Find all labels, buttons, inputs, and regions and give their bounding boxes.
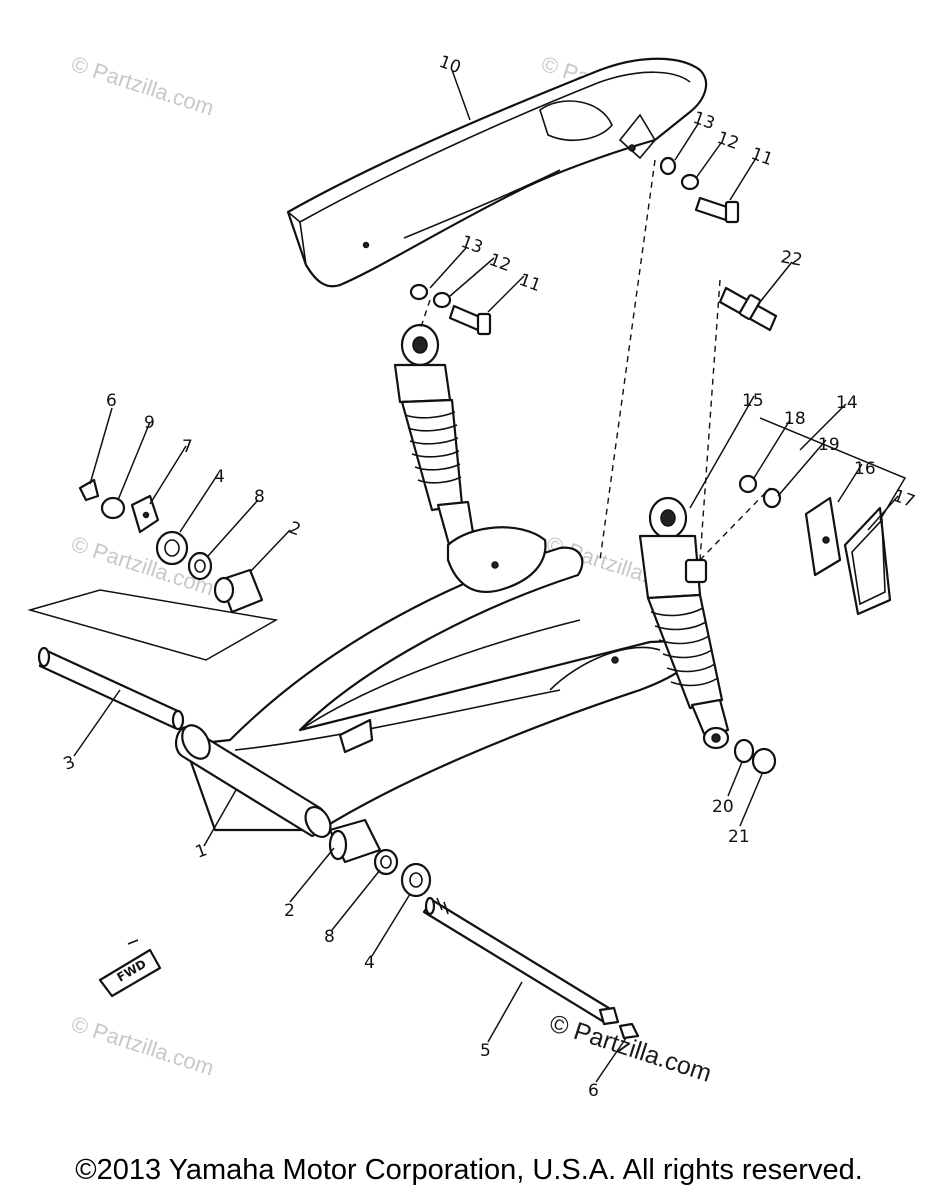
part-label-19: 19 <box>818 435 840 455</box>
bolt-set-upper <box>659 156 740 224</box>
watermark: © Partzilla.com <box>68 1011 217 1081</box>
part-label-6: 6 <box>106 391 117 411</box>
bolt-set-lower <box>409 283 492 336</box>
part-label-3: 3 <box>61 752 78 774</box>
swingarm-frame <box>174 526 702 839</box>
part-label-18: 18 <box>784 409 806 429</box>
stud-bolt <box>718 286 778 332</box>
part-label-11: 11 <box>516 270 543 296</box>
watermark: © Partzilla.com <box>68 51 217 121</box>
shock-absorber-left <box>393 323 477 550</box>
part-label-2: 2 <box>284 901 295 921</box>
leader-lines <box>73 69 899 1083</box>
part-label-7: 7 <box>182 437 193 457</box>
shaft-left <box>37 646 185 731</box>
guide-lines <box>27 159 907 661</box>
part-label-10: 10 <box>436 52 463 78</box>
reflector-assembly <box>738 474 892 616</box>
chain-case <box>286 57 708 288</box>
part-label-22: 22 <box>779 247 804 270</box>
part-label-1: 1 <box>193 840 210 862</box>
part-label-4: 4 <box>364 953 375 973</box>
part-label-13: 13 <box>458 232 485 258</box>
watermark-dark: © Partzilla.com <box>546 1009 715 1088</box>
shock-absorber-right <box>638 496 730 750</box>
left-side-parts <box>78 478 264 614</box>
part-label-5: 5 <box>480 1041 491 1061</box>
part-label-14: 14 <box>836 393 858 413</box>
part-label-11: 11 <box>748 144 775 170</box>
part-label-9: 9 <box>144 413 155 433</box>
part-label-20: 20 <box>712 797 734 817</box>
shock-nut-set <box>733 738 777 775</box>
front-arrow: FWD <box>98 939 162 998</box>
part-label-8: 8 <box>324 927 335 947</box>
part-label-16: 16 <box>854 459 876 479</box>
part-label-15: 15 <box>742 391 764 411</box>
part-label-12: 12 <box>486 250 513 276</box>
part-label-21: 21 <box>728 827 750 847</box>
copyright-notice: ©2013 Yamaha Motor Corporation, U.S.A. A… <box>75 1154 863 1186</box>
part-label-17: 17 <box>890 486 917 512</box>
part-label-8: 8 <box>254 487 265 507</box>
part-label-12: 12 <box>714 128 741 154</box>
part-label-2: 2 <box>286 518 303 540</box>
part-label-6: 6 <box>588 1081 599 1101</box>
part-label-4: 4 <box>214 467 225 487</box>
lower-bushings <box>328 818 432 898</box>
pivot-shaft <box>422 896 640 1040</box>
